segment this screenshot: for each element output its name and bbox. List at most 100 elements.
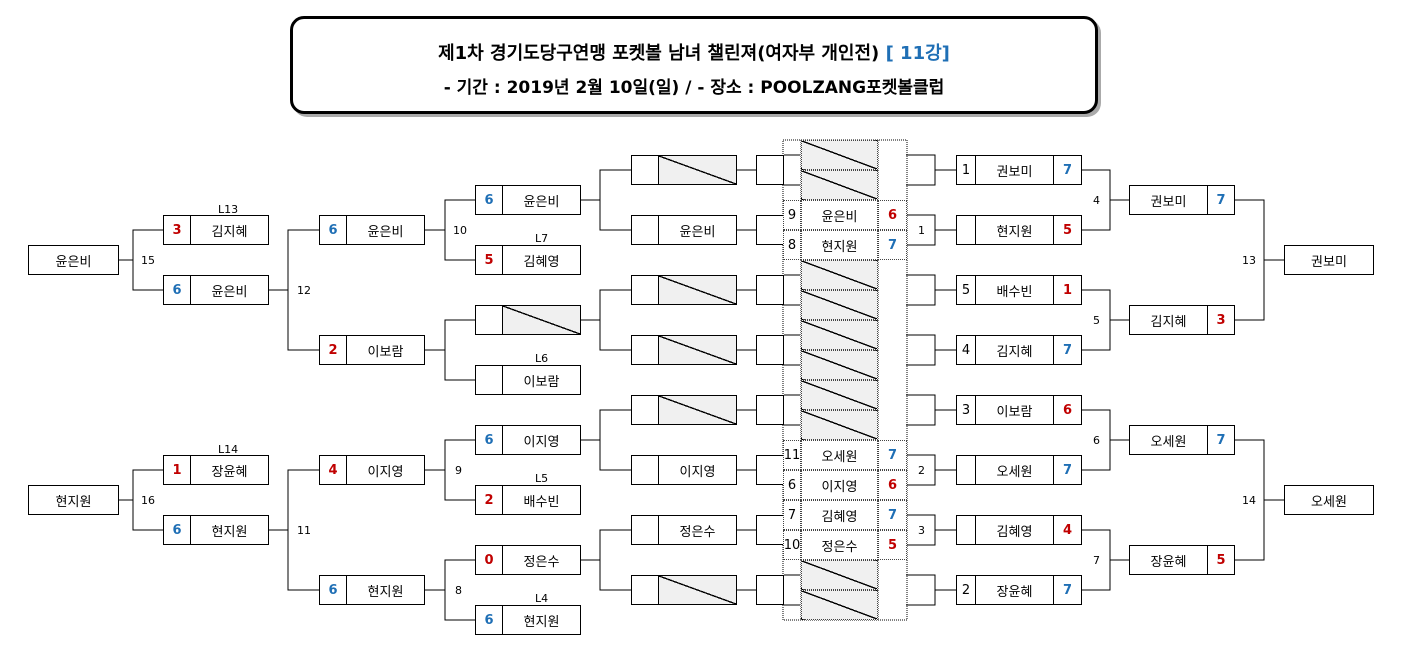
player-cell: 현지원 [502, 605, 581, 635]
player-cell: 장윤혜 [190, 455, 269, 485]
match-number: 16 [141, 494, 155, 507]
bye-slot [658, 395, 737, 425]
score-cell: 5 [1053, 215, 1082, 245]
score-cell: 7 [878, 440, 907, 470]
match-number: 2 [918, 464, 925, 477]
score: 7 [1216, 432, 1226, 448]
player-name: 현지원 [55, 494, 92, 510]
player-cell: 현지원 [801, 230, 878, 260]
empty-cell [631, 575, 659, 605]
score-cell: 1 [1053, 275, 1082, 305]
match-number: 9 [455, 464, 462, 477]
player-name: 김혜영 [523, 254, 560, 270]
player-name: 권보미 [1311, 254, 1347, 270]
score: 6 [887, 207, 898, 223]
match-number-cell: 10 [783, 530, 801, 560]
player-name: 이지영 [367, 464, 404, 480]
player-cell: 정은수 [658, 515, 737, 545]
score-cell: 6 [1053, 395, 1082, 425]
match-number: 10 [453, 224, 467, 237]
player-name: 정은수 [821, 539, 858, 555]
score: 5 [1216, 552, 1226, 568]
score-cell: 7 [1053, 335, 1082, 365]
match-number-cell: 11 [783, 440, 801, 470]
player-name: 김혜영 [821, 509, 858, 525]
bye-slot [658, 275, 737, 305]
empty-cell [631, 455, 659, 485]
bye-slot [658, 155, 737, 185]
score-cell: 2 [319, 335, 347, 365]
empty-cell [756, 335, 784, 365]
match-number-cell: 4 [956, 335, 976, 365]
score: 7 [1216, 192, 1226, 208]
score: 7 [1062, 342, 1073, 358]
player-cell: 김지혜 [190, 215, 269, 245]
match-number-cell: 7 [783, 500, 801, 530]
empty-cell [756, 215, 784, 245]
player-cell: 이지영 [801, 470, 878, 500]
player-name: 윤은비 [367, 224, 404, 240]
match-number-cell: 9 [783, 200, 801, 230]
score: 2 [328, 342, 338, 358]
player-name: 이지영 [821, 479, 858, 495]
match-number: 6 [787, 477, 797, 493]
match-number: 5 [1093, 314, 1100, 327]
score: 1 [1062, 282, 1073, 298]
score-cell: 6 [878, 200, 907, 230]
score: 2 [484, 492, 494, 508]
player-name: 현지원 [821, 239, 858, 255]
player-name: 김지혜 [1150, 314, 1187, 330]
match-number: 4 [1093, 194, 1100, 207]
loser-label: L7 [535, 232, 549, 245]
match-number-cell: 3 [956, 395, 976, 425]
match-number-cell: 6 [783, 470, 801, 500]
empty-cell [631, 215, 659, 245]
player-name: 현지원 [367, 584, 404, 600]
empty-cell [631, 275, 659, 305]
score-cell: 7 [1053, 455, 1082, 485]
match-number: 11 [297, 524, 311, 537]
title-main: 제1차 경기도당구연맹 포켓볼 남녀 챌린져(여자부 개인전) [438, 43, 886, 64]
player-cell: 윤은비 [658, 215, 737, 245]
player-name: 김혜영 [996, 524, 1033, 540]
score-cell: 0 [475, 545, 503, 575]
player-cell: 오세원 [975, 455, 1054, 485]
page-title: 제1차 경기도당구연맹 포켓볼 남녀 챌린져(여자부 개인전) [ 11강] [293, 39, 1095, 65]
player-cell: 장윤혜 [975, 575, 1054, 605]
score: 5 [484, 252, 494, 268]
bye-slot [801, 350, 878, 380]
player-cell: 김혜영 [975, 515, 1054, 545]
empty-cell [956, 455, 976, 485]
match-number: 4 [961, 342, 971, 358]
bye-slot [801, 320, 878, 350]
player-name: 윤은비 [523, 194, 560, 210]
match-number: 12 [297, 284, 311, 297]
player-cell: 김지혜 [975, 335, 1054, 365]
match-number: 8 [787, 237, 797, 253]
score-cell: 7 [878, 230, 907, 260]
player-name: 윤은비 [679, 224, 716, 240]
score: 6 [172, 522, 182, 538]
player-name: 배수빈 [996, 284, 1033, 300]
match-number: 1 [961, 162, 971, 178]
player-cell: 윤은비 [502, 185, 581, 215]
empty-cell [956, 515, 976, 545]
player-name: 장윤혜 [1150, 554, 1187, 570]
empty-cell [756, 575, 784, 605]
bye-slot [801, 140, 878, 170]
right-final-2: 오세원 [1284, 485, 1374, 515]
player-cell: 권보미 [1129, 185, 1208, 215]
empty-cell [756, 515, 784, 545]
score: 6 [887, 477, 898, 493]
score: 7 [887, 447, 898, 463]
player-cell: 이보람 [502, 365, 581, 395]
loser-label: L14 [218, 443, 239, 456]
player-cell: 정은수 [502, 545, 581, 575]
empty-cell [631, 155, 659, 185]
player-name: 김지혜 [996, 344, 1033, 360]
loser-label: L13 [218, 203, 239, 216]
score: 6 [484, 192, 494, 208]
score-cell: 6 [475, 185, 503, 215]
player-name: 이보람 [996, 404, 1033, 420]
score: 7 [1062, 462, 1073, 478]
